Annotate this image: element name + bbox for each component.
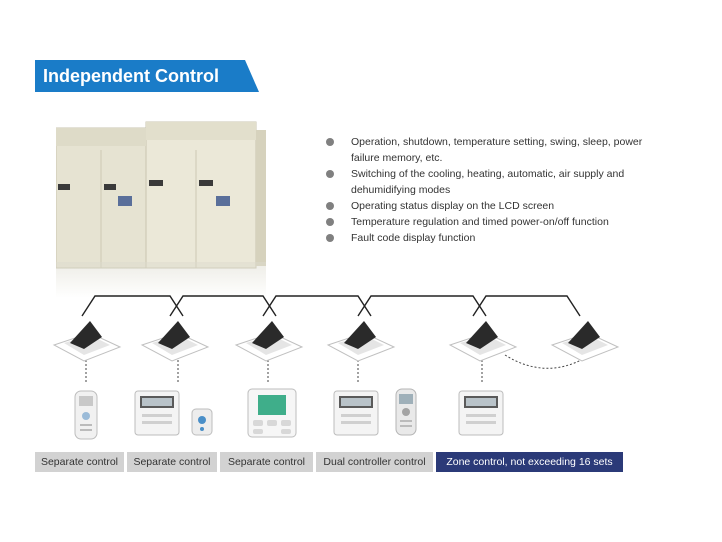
page-title: Independent Control xyxy=(35,60,259,92)
cassette-indoor-unit-icon xyxy=(140,321,210,362)
wired-controller-icon xyxy=(134,390,180,436)
feature-text: Operating status display on the LCD scre… xyxy=(351,200,555,212)
feature-text: Temperature regulation and timed power-o… xyxy=(351,216,609,228)
cassette-indoor-unit-icon xyxy=(448,321,518,362)
feature-text: Switching of the cooling, heating, autom… xyxy=(351,168,625,196)
outdoor-unit-reflection xyxy=(56,262,266,298)
cassette-indoor-unit-icon xyxy=(326,321,396,362)
remote-control-icon xyxy=(395,388,417,436)
wired-controller-icon xyxy=(333,390,379,436)
control-label-separate: Separate control xyxy=(220,452,313,472)
bullet-icon xyxy=(326,138,334,146)
bullet-icon xyxy=(326,234,334,242)
control-label-zone: Zone control, not exceeding 16 sets xyxy=(436,452,623,472)
control-label-separate: Separate control xyxy=(127,452,217,472)
remote-control-icon xyxy=(74,390,98,440)
bullet-icon xyxy=(326,202,334,210)
feature-item: Fault code display function xyxy=(326,230,666,246)
remote-control-icon xyxy=(191,408,213,436)
cassette-indoor-unit-icon xyxy=(52,321,122,362)
bullet-icon xyxy=(326,218,334,226)
feature-text: Fault code display function xyxy=(351,232,476,244)
cassette-indoor-unit-icon xyxy=(550,321,620,362)
control-label-dual: Dual controller control xyxy=(316,452,433,472)
feature-list: Operation, shutdown, temperature setting… xyxy=(326,134,666,246)
feature-item: Temperature regulation and timed power-o… xyxy=(326,214,666,230)
bullet-icon xyxy=(326,170,334,178)
cassette-indoor-unit-icon xyxy=(234,321,304,362)
feature-item: Switching of the cooling, heating, autom… xyxy=(326,166,666,198)
wired-controller-icon xyxy=(458,390,504,436)
feature-text: Operation, shutdown, temperature setting… xyxy=(351,136,643,164)
wired-controller-icon xyxy=(247,388,297,438)
control-label-separate: Separate control xyxy=(35,452,124,472)
outdoor-unit-icon xyxy=(56,121,266,269)
feature-item: Operating status display on the LCD scre… xyxy=(326,198,666,214)
feature-item: Operation, shutdown, temperature setting… xyxy=(326,134,666,166)
